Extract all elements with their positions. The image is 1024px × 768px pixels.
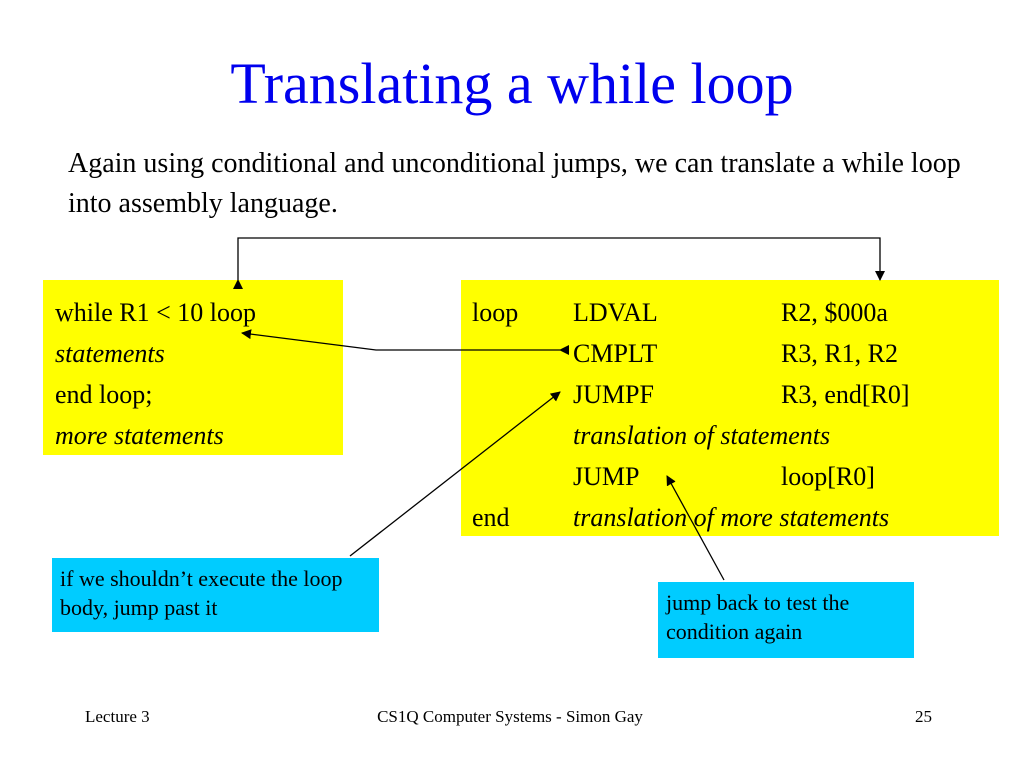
asm-label-end: end — [472, 503, 510, 532]
asm-op-cmplt: CMPLT — [573, 339, 658, 368]
asm-op-ldval: LDVAL — [573, 298, 658, 327]
footer-page-number: 25 — [915, 707, 932, 726]
asm-arg-jumpf: R3, end[R0] — [781, 380, 910, 409]
asm-arg-jump: loop[R0] — [781, 462, 875, 491]
note-jump-back: jump back to test the condition again — [658, 582, 914, 658]
asm-translation-more-statements: translation of more statements — [573, 503, 890, 532]
source-code-box: while R1 < 10 loop statements end loop; … — [43, 280, 343, 455]
footer-course: CS1Q Computer Systems - Simon Gay — [377, 707, 643, 726]
asm-translation-statements: translation of statements — [573, 421, 831, 450]
asm-op-jump: JUMP — [573, 462, 640, 491]
source-line-more-statements: more statements — [55, 421, 224, 450]
source-line-while: while R1 < 10 loop — [55, 298, 256, 327]
asm-arg-cmplt: R3, R1, R2 — [781, 339, 899, 368]
source-line-statements: statements — [55, 339, 165, 368]
assembly-code-box: loop LDVAL R2, $000a CMPLT R3, R1, R2 JU… — [461, 280, 999, 536]
asm-label-loop: loop — [472, 298, 519, 327]
footer-lecture: Lecture 3 — [85, 707, 150, 726]
bracket-arrow — [233, 237, 885, 289]
note-skip-body: if we shouldn’t execute the loop body, j… — [52, 558, 379, 632]
intro-paragraph: Again using conditional and unconditiona… — [68, 148, 961, 219]
slide-title: Translating a while loop — [230, 51, 794, 116]
asm-arg-ldval: R2, $000a — [781, 298, 888, 327]
source-line-end-loop: end loop; — [55, 380, 153, 409]
asm-op-jumpf: JUMPF — [573, 380, 654, 409]
